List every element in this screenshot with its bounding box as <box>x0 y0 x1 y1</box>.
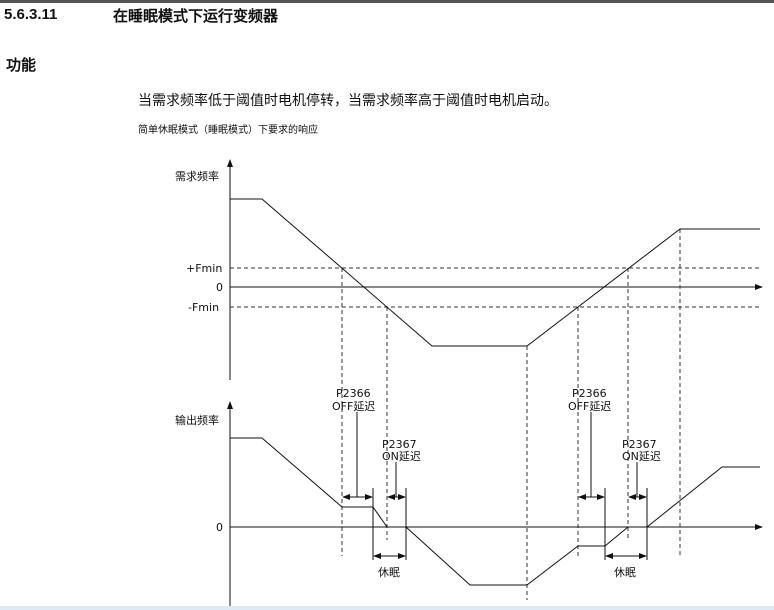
section-title: 在睡眠模式下运行变频器 <box>113 7 279 25</box>
section-number: 5.6.3.11 <box>4 6 58 23</box>
description: 当需求频率低于阈值时电机停转，当需求频率高于阈值时电机启动。 <box>138 93 558 109</box>
on-delay-param: P2367 <box>382 438 417 451</box>
demand-curve <box>230 198 760 347</box>
off-delay-label: OFF延迟 <box>568 400 611 413</box>
output-curve <box>405 526 629 586</box>
off-delay-label: OFF延迟 <box>332 400 375 413</box>
output-curve <box>230 437 388 528</box>
sleep-label: 休眠 <box>378 566 400 579</box>
figure-caption: 简单休眠模式（睡眠模式）下要求的响应 <box>138 125 318 136</box>
off-delay-param: P2366 <box>572 387 607 400</box>
off-delay-param: P2366 <box>336 387 371 400</box>
on-delay-label: ON延迟 <box>622 450 661 463</box>
bottom-strip <box>0 606 774 610</box>
sleep-label: 休眠 <box>614 566 636 579</box>
bottom-zero-label: 0 <box>216 521 223 534</box>
top-y-label: 需求频率 <box>175 169 219 183</box>
top-border <box>0 0 774 3</box>
output-curve <box>646 466 760 528</box>
plus-fmin-label: +Fmin <box>186 262 222 275</box>
on-delay-label: ON延迟 <box>382 450 421 463</box>
heading-function: 功能 <box>6 56 37 74</box>
zero-label: 0 <box>216 281 223 294</box>
minus-fmin-label: -Fmin <box>188 301 219 314</box>
bottom-y-label: 输出频率 <box>175 413 219 427</box>
on-delay-param: P2367 <box>622 438 657 451</box>
